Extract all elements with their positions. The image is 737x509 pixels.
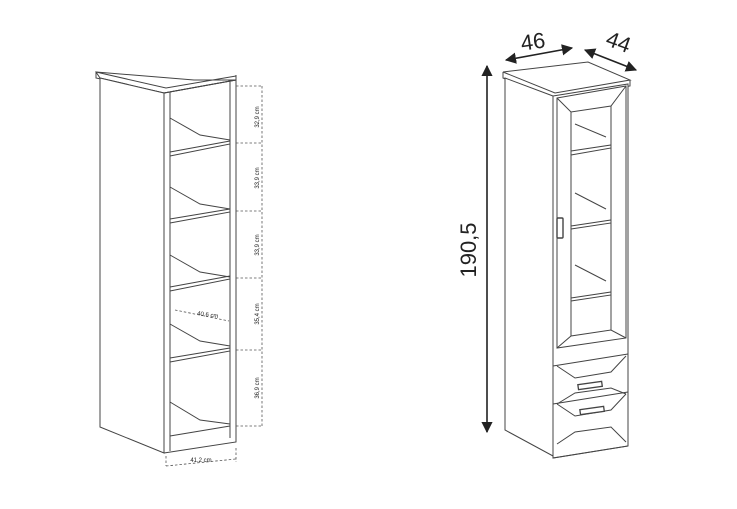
glass-cabinet-shelves — [570, 123, 612, 302]
inner-depth-label: 40,6 cm — [197, 311, 219, 320]
shelf-height-label-3: 33,9 cm — [255, 234, 261, 255]
cabinet-side-panel — [504, 77, 554, 457]
glass-cabinet-drawing: 46 44 190,5 — [456, 26, 638, 459]
depth-arrow — [583, 48, 638, 72]
door-handle-icon — [556, 217, 564, 239]
width-arrow — [504, 44, 574, 64]
width-label: 46 — [519, 27, 547, 55]
shelf-height-label-2: 33,9 cm — [255, 167, 261, 188]
bookcase-shelves — [169, 117, 231, 437]
cabinet-drawers — [552, 353, 629, 445]
shelf-height-label-5: 36,9 cm — [255, 377, 261, 398]
drawer-handle-top-icon — [577, 380, 604, 391]
drawer-handle-bottom-icon — [579, 405, 606, 416]
shelf-height-label-4: 35,4 cm — [255, 303, 261, 324]
base-width-line — [165, 458, 237, 467]
open-bookcase-drawing: 32,9 cm 33,9 cm 33,9 cm 35,4 cm 36,9 cm … — [95, 71, 263, 467]
inner-depth-line — [174, 309, 230, 322]
base-width-label: 41,2 cm — [190, 458, 211, 464]
depth-label: 44 — [603, 26, 635, 58]
shelf-height-label-1: 32,9 cm — [255, 106, 261, 127]
bookcase-side-panel — [99, 77, 165, 454]
height-label: 190,5 — [456, 222, 481, 277]
